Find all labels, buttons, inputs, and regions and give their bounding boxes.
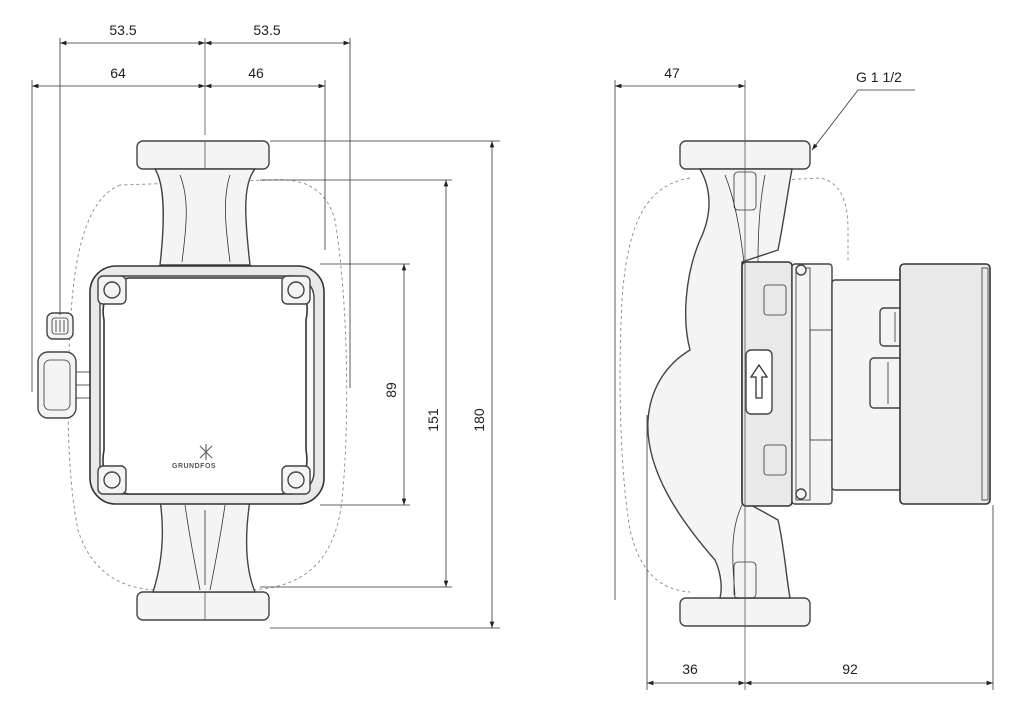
flow-arrow-icon: [749, 363, 769, 399]
dim-text-53-left: 53.5: [109, 22, 136, 38]
thread-leader-line: [811, 89, 915, 151]
dim-text-180: 180: [471, 408, 487, 432]
side-envelope-outline: [619, 177, 849, 593]
front-neck-top-detail: [179, 174, 231, 263]
dim-text-46: 46: [248, 65, 264, 81]
dim-text-36: 36: [682, 661, 698, 677]
grundfos-logo: GRUNDFOS: [172, 444, 216, 470]
side-motor-tab-top: [763, 284, 787, 316]
side-motor-tab-bottom: [763, 444, 787, 476]
side-rear-cover: [899, 263, 991, 505]
dim-text-92: 92: [842, 661, 858, 677]
front-housing-neck-top: [153, 168, 257, 266]
side-view: 47 G 1 1/2 36 92: [614, 65, 994, 690]
front-bottom-flange: [136, 591, 270, 621]
side-screw-bottom: [795, 488, 807, 500]
front-housing-neck-bottom: [152, 499, 257, 593]
front-neck-bottom-detail: [184, 504, 226, 591]
front-corner-screws: [97, 275, 311, 495]
side-rear-cover-edge: [981, 267, 989, 501]
side-screw-top: [795, 264, 807, 276]
dim-text-64: 64: [110, 65, 126, 81]
thread-label: G 1 1/2: [856, 69, 902, 85]
dim-text-47: 47: [664, 65, 680, 81]
front-view: GRUNDFOS: [31, 22, 500, 629]
dim-text-151: 151: [425, 408, 441, 432]
side-electronics-block: [791, 263, 833, 505]
dim-text-89: 89: [383, 382, 399, 398]
front-side-connectors: [37, 312, 90, 419]
flow-arrow-box: [745, 349, 773, 415]
front-control-face: [102, 277, 308, 495]
front-top-flange: [136, 140, 270, 170]
brand-label: GRUNDFOS: [172, 463, 216, 470]
dim-text-53-right: 53.5: [253, 22, 280, 38]
